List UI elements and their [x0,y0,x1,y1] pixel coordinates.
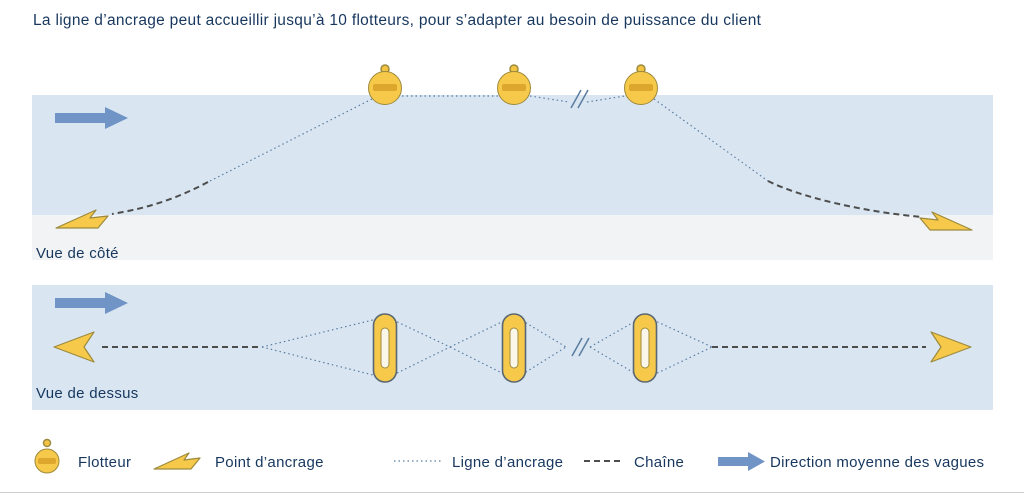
anchor-point-icon [930,331,972,363]
float-top-icon [632,313,658,383]
float-buoy-icon [497,64,531,105]
top-view-label: Vue de dessus [36,385,139,402]
legend-float-label: Flotteur [78,454,131,471]
anchor-line-dotted [207,95,769,183]
page-title: La ligne d’ancrage peut accueillir jusqu… [33,12,762,29]
legend-wave-direction-label: Direction moyenne des vagues [770,454,984,471]
float-buoy-icon [624,64,658,105]
side-view-panel: Vue de côté [32,64,993,262]
legend-anchor-point-label: Point d’ancrage [215,454,324,471]
anchor-point-icon [55,209,109,229]
float-top-icon [501,313,527,383]
legend-anchor-point-icon [153,452,201,470]
legend-float-buoy-icon [34,438,60,474]
legend-wave-direction-arrow-icon [718,452,765,471]
anchor-point-icon [53,331,95,363]
chain-dashed [111,180,923,218]
side-view-seabed [32,215,993,260]
anchor-point-icon [919,211,973,231]
side-view-water [32,95,993,215]
float-top-icon [372,313,398,383]
line-break-mark [571,337,590,357]
legend-anchor-line-label: Ligne d’ancrage [452,454,563,471]
legend-chain-label: Chaîne [634,454,684,471]
float-buoy-icon [368,64,402,105]
line-break-mark [570,89,589,109]
side-view-label: Vue de côté [36,245,119,262]
wave-direction-arrow-icon [55,107,128,129]
legend: Flotteur Point d’ancrage Ligne d’ancrage… [34,438,984,474]
wave-direction-arrow-icon [55,292,128,314]
top-view-panel: Vue de dessus [32,285,993,410]
